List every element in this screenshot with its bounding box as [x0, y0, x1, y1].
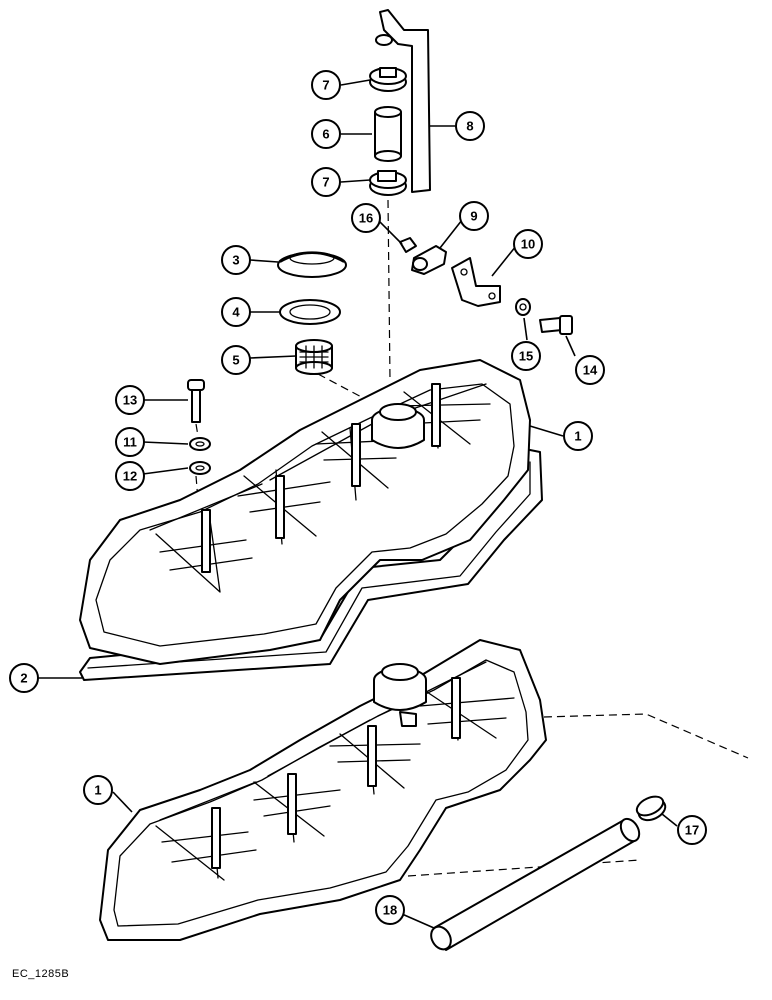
callout-2: 2	[9, 663, 39, 693]
callout-3: 3	[221, 245, 251, 275]
hose-clamp-upper	[369, 67, 407, 92]
nut-16	[399, 237, 417, 253]
callout-10-label: 10	[521, 237, 535, 252]
callout-7-lower-label: 7	[322, 175, 329, 190]
rocker-cover-lower	[99, 639, 547, 941]
callout-6-label: 6	[322, 127, 329, 142]
cover-gasket	[79, 447, 543, 681]
callout-15: 15	[511, 341, 541, 371]
callout-5: 5	[221, 345, 251, 375]
bolt-13	[187, 379, 205, 423]
callout-9-label: 9	[470, 209, 477, 224]
callout-18: 18	[375, 895, 405, 925]
callout-4: 4	[221, 297, 251, 327]
callout-10: 10	[513, 229, 543, 259]
callout-7-lower: 7	[311, 167, 341, 197]
callout-12-label: 12	[123, 469, 137, 484]
callout-1-lower: 1	[83, 775, 113, 805]
callout-13: 13	[115, 385, 145, 415]
callout-17-label: 17	[685, 823, 699, 838]
filler-cap	[277, 251, 347, 278]
callout-15-label: 15	[519, 349, 533, 364]
rocker-cover-upper	[79, 359, 531, 665]
callout-16-label: 16	[359, 211, 373, 226]
callout-6: 6	[311, 119, 341, 149]
callout-16: 16	[351, 203, 381, 233]
strainer	[295, 339, 333, 375]
callout-1-upper-label: 1	[574, 429, 581, 444]
callout-18-label: 18	[383, 903, 397, 918]
callout-9: 9	[459, 201, 489, 231]
hose-clamp-17	[635, 795, 667, 822]
callout-8-label: 8	[466, 119, 473, 134]
callout-14: 14	[575, 355, 605, 385]
mounting-bracket	[451, 257, 501, 307]
callout-5-label: 5	[232, 353, 239, 368]
callout-11: 11	[115, 427, 145, 457]
callout-7-upper: 7	[311, 70, 341, 100]
callout-leaders	[37, 79, 678, 929]
callout-8: 8	[455, 111, 485, 141]
cap-gasket	[279, 299, 341, 325]
tube-clip	[411, 245, 447, 275]
callout-3-label: 3	[232, 253, 239, 268]
callout-13-label: 13	[123, 393, 137, 408]
callout-1-lower-label: 1	[94, 783, 101, 798]
washer-12	[189, 461, 211, 475]
callout-11-label: 11	[123, 435, 137, 450]
callout-14-label: 14	[583, 363, 598, 378]
hose	[374, 106, 402, 162]
breather-tube	[375, 9, 431, 193]
callout-7-upper-label: 7	[322, 78, 329, 93]
bolt-14	[539, 315, 573, 335]
callout-1-upper: 1	[563, 421, 593, 451]
drawing-reference: EC_1285B	[12, 968, 70, 980]
breather-hose-18	[430, 817, 641, 951]
callout-17: 17	[677, 815, 707, 845]
washer-11	[189, 437, 211, 451]
washer-15	[515, 298, 531, 316]
callout-2-label: 2	[20, 671, 27, 686]
callout-4-label: 4	[232, 305, 240, 320]
callout-12: 12	[115, 461, 145, 491]
hose-clamp-lower	[369, 170, 407, 196]
